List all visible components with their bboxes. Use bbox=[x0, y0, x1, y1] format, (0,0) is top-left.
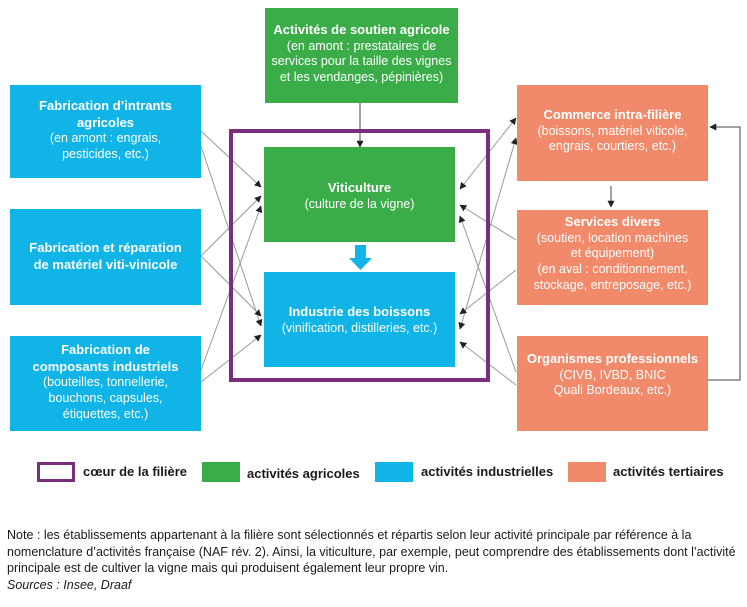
legend-tertiaire-label: activités tertiaires bbox=[613, 464, 724, 479]
box-industrie-title: Industrie des boissons bbox=[288, 304, 431, 319]
box-soutien-sub: (en amont : prestataires de services pou… bbox=[271, 38, 452, 85]
box-soutien-title: Activités de soutien agricole bbox=[273, 22, 450, 37]
box-viticulture: Viticulture (culture de la vigne) bbox=[264, 147, 455, 242]
box-soutien-agricole: Activités de soutien agricole (en amont … bbox=[265, 8, 458, 103]
box-industrie-sub: (vinification, distilleries, etc.) bbox=[281, 320, 438, 335]
legend-tertiaire-swatch bbox=[568, 462, 606, 482]
box-industrie: Industrie des boissons (vinification, di… bbox=[264, 272, 455, 367]
box-services: Services divers (soutien, location machi… bbox=[517, 210, 708, 305]
core-frame bbox=[229, 129, 490, 382]
legend-agricole-label: activités agricoles bbox=[247, 466, 360, 481]
note-text: Note : les établissements appartenant à … bbox=[7, 528, 736, 576]
box-commerce-title: Commerce intra-filière bbox=[543, 107, 682, 122]
box-intrants: Fabrication d’intrants agricoles (en amo… bbox=[10, 85, 201, 178]
box-organismes-title: Organismes professionnels bbox=[526, 351, 699, 366]
note-sources: Sources : Insee, Draaf bbox=[7, 577, 132, 592]
box-organismes: Organismes professionnels (CIVB, IVBD, B… bbox=[517, 336, 708, 431]
box-composants: Fabrication de composants industriels (b… bbox=[10, 336, 201, 431]
box-composants-title: Fabrication de composants industriels bbox=[32, 342, 179, 374]
box-reparation: Fabrication et réparation de matériel vi… bbox=[10, 209, 201, 305]
box-viticulture-sub: (culture de la vigne) bbox=[304, 196, 415, 211]
down-arrow-viticulture-industrie bbox=[349, 245, 372, 270]
legend-core-swatch bbox=[37, 462, 75, 482]
arrow-organismes-commerce bbox=[708, 123, 741, 381]
box-services-sub: (soutien, location machines et équipemen… bbox=[533, 230, 692, 293]
legend-core-label: cœur de la filière bbox=[83, 464, 188, 479]
box-composants-sub: (bouteilles, tonnellerie, bouchons, caps… bbox=[42, 375, 169, 421]
note-block: Note : les établissements appartenant à … bbox=[7, 527, 743, 594]
box-commerce-sub: (boissons, matériel viticole, engrais, c… bbox=[537, 123, 688, 154]
box-reparation-title: Fabrication et réparation de matériel vi… bbox=[29, 240, 182, 272]
box-services-title: Services divers bbox=[564, 214, 661, 229]
legend-agricole-swatch bbox=[202, 462, 240, 482]
box-intrants-sub: (en amont : engrais, pesticides, etc.) bbox=[49, 131, 162, 161]
legend-industrielle-label: activités industrielles bbox=[421, 464, 554, 479]
box-viticulture-title: Viticulture bbox=[327, 180, 392, 195]
legend-industrielle-swatch bbox=[375, 462, 413, 482]
box-intrants-title: Fabrication d’intrants agricoles bbox=[39, 98, 172, 130]
box-commerce: Commerce intra-filière (boissons, matéri… bbox=[517, 85, 708, 181]
box-organismes-sub: (CIVB, IVBD, BNIC Quali Bordeaux, etc.) bbox=[553, 367, 672, 398]
